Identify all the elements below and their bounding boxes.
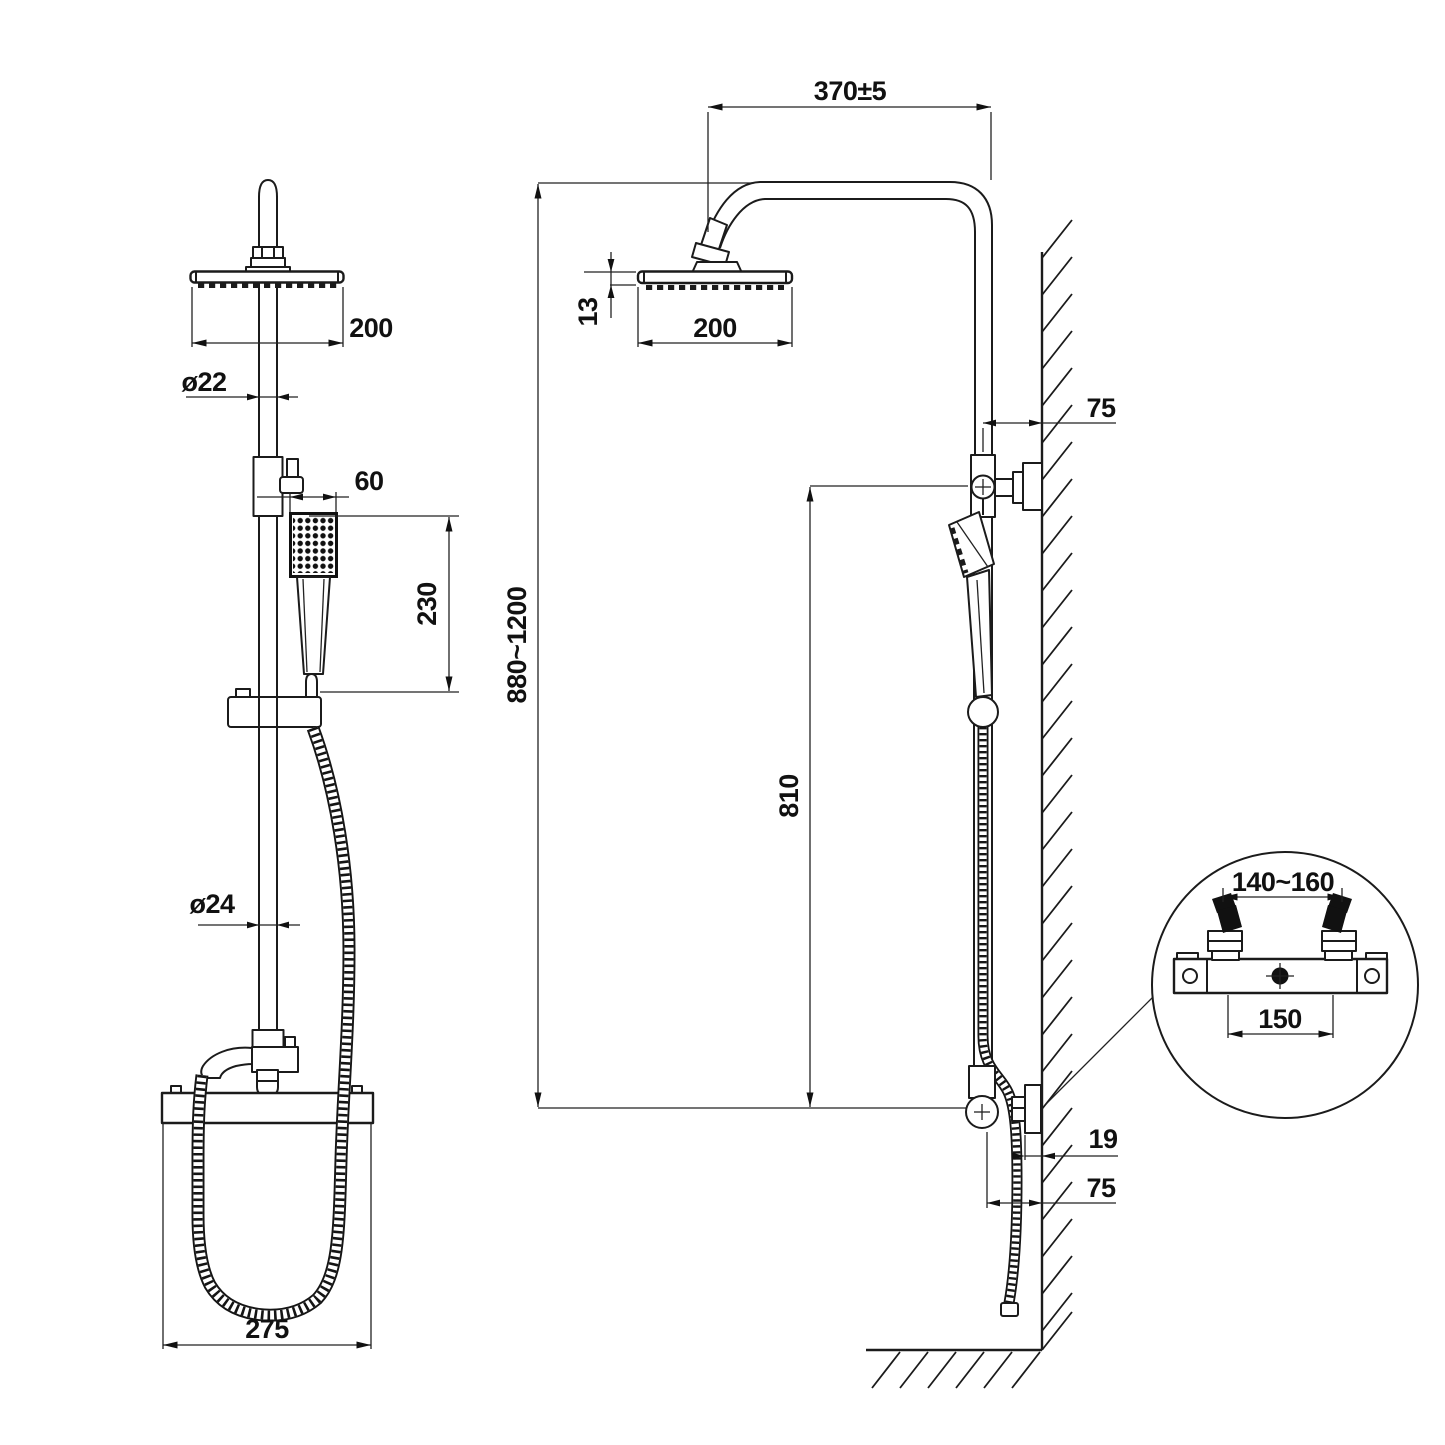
detail-view: 140~160 150 xyxy=(1045,851,1419,1119)
dim-side-height-range: 880~1200 xyxy=(502,587,532,704)
dim-side-head-thickness: 13 xyxy=(573,297,603,327)
front-swivel-fitting xyxy=(252,456,304,517)
detail-circle xyxy=(1151,851,1419,1119)
front-hand-shower xyxy=(289,512,338,700)
front-pipe-diameter-dim: ø22 xyxy=(181,367,298,401)
dim-detail-inlet-centers: 150 xyxy=(1258,1004,1302,1034)
dim-side-lower-standoff: 19 xyxy=(1088,1124,1118,1154)
side-hand-shower xyxy=(948,511,999,728)
side-lower-standoff-dim: 19 xyxy=(1012,1124,1118,1160)
side-arm-reach-dim: 370±5 xyxy=(707,76,992,232)
side-riser-and-arm xyxy=(705,181,993,1066)
detail-leader-line xyxy=(1045,996,1154,1105)
dim-side-upper-wall-offset: 75 xyxy=(1086,393,1116,423)
dim-side-lower-wall-offset: 75 xyxy=(1086,1173,1116,1203)
side-valve-connection xyxy=(965,1065,1042,1134)
front-shower-head xyxy=(189,270,345,288)
side-shower-head xyxy=(636,270,794,290)
dim-front-riser-diameter: ø24 xyxy=(189,889,235,919)
dim-front-handset-width: 60 xyxy=(354,466,383,496)
front-slider-bracket xyxy=(227,688,322,728)
front-shower-hose xyxy=(191,725,356,1322)
dim-front-pipe-diameter: ø22 xyxy=(181,367,226,397)
front-diverter-assembly xyxy=(200,1029,299,1097)
dim-detail-inlet-range: 140~160 xyxy=(1232,867,1334,897)
dim-front-valve-width: 275 xyxy=(245,1314,289,1344)
side-height-range-dim: 880~1200 xyxy=(502,182,966,1109)
side-head-connector xyxy=(691,217,743,274)
side-head-thickness-dim: 13 xyxy=(573,252,636,327)
front-riser-pipe xyxy=(258,179,278,1048)
side-wall-bracket-upper xyxy=(970,454,1043,518)
front-head-width-dim: 200 xyxy=(191,287,393,347)
front-head-connector xyxy=(245,246,291,275)
detail-valve-body xyxy=(1172,952,1389,995)
side-upper-wall-offset-dim: 75 xyxy=(982,393,1116,452)
dim-side-bracket-height: 810 xyxy=(774,774,804,818)
dim-side-head-width: 200 xyxy=(693,313,737,343)
side-hose xyxy=(977,727,1023,1317)
detail-inlet-centers-dim: 150 xyxy=(1227,995,1334,1038)
front-handset-width-dim: 60 xyxy=(257,466,384,512)
side-bracket-height-dim: 810 xyxy=(774,485,968,1107)
wall-section xyxy=(1040,219,1073,1351)
front-valve-width-dim: 275 xyxy=(162,1123,372,1349)
dim-front-handset-length: 230 xyxy=(412,582,442,626)
front-view: 200 ø22 60 xyxy=(160,179,459,1349)
side-lower-wall-offset-dim: 75 xyxy=(986,1132,1116,1208)
side-head-width-dim: 200 xyxy=(637,287,793,347)
side-view: 370±5 13 200 880~1200 810 xyxy=(502,76,1118,1389)
front-riser-diameter-dim: ø24 xyxy=(189,889,300,929)
detail-left-inlet-connector xyxy=(1207,893,1243,961)
detail-right-inlet-connector xyxy=(1321,893,1357,961)
dim-front-head-width: 200 xyxy=(349,313,393,343)
dim-side-arm-reach: 370±5 xyxy=(814,76,887,106)
detail-inlet-range-dim: 140~160 xyxy=(1222,867,1343,902)
floor-section xyxy=(866,1348,1042,1389)
front-handset-length-dim: 230 xyxy=(309,515,459,693)
